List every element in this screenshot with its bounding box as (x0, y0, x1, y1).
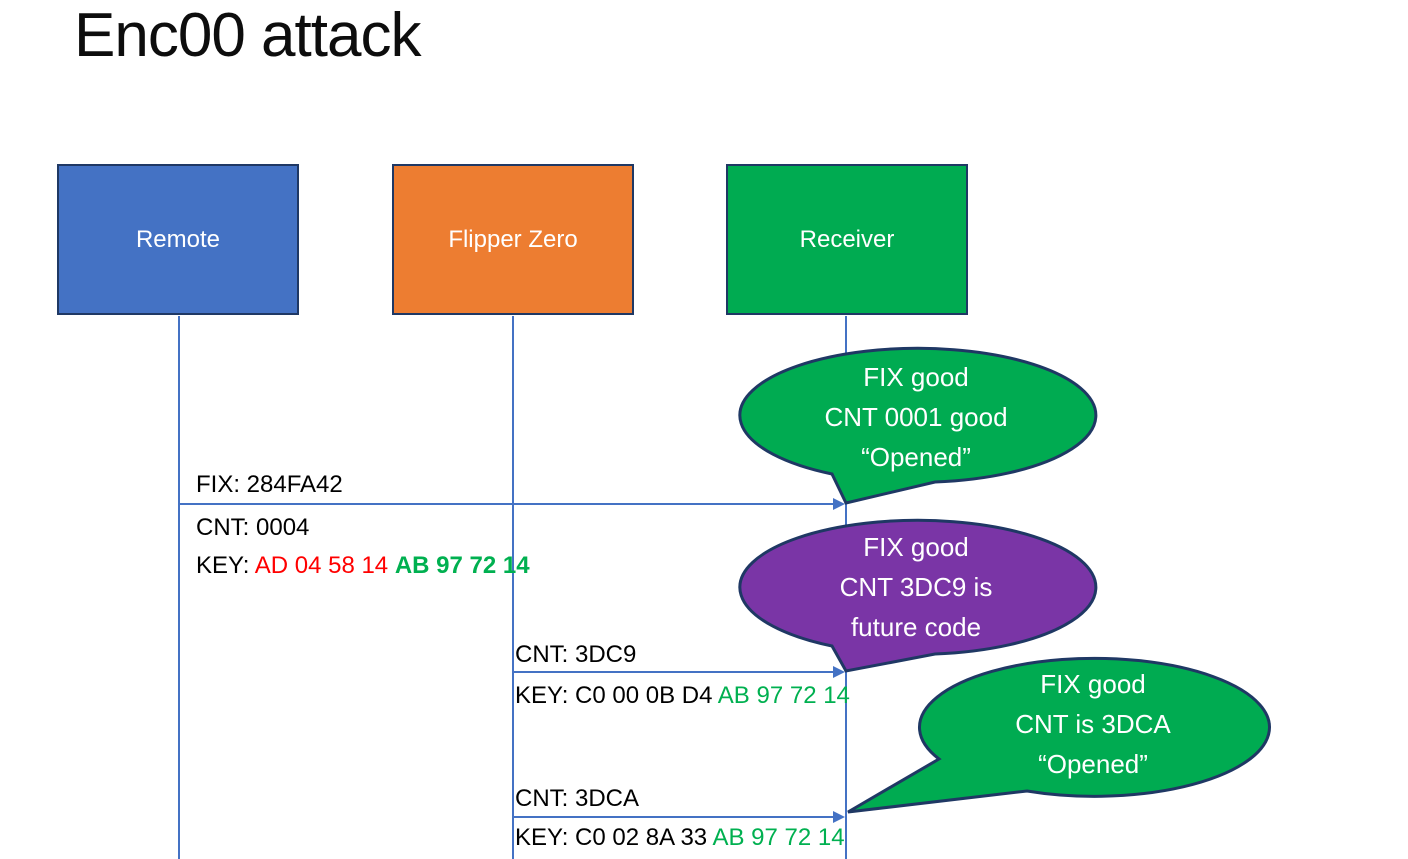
message-3-key-label: KEY: C0 02 8A 33 AB 97 72 14 (515, 824, 845, 852)
callout-bubble-receiver-open-2 (847, 656, 1271, 814)
message-2-cnt-label: CNT: 3DC9 (515, 641, 637, 668)
message-1-key-label: KEY: AD 04 58 14 AB 97 72 14 (196, 552, 530, 580)
callout-3-text: FIX good CNT is 3DCA “Opened” (933, 664, 1253, 784)
callout-line: CNT is 3DCA (1015, 709, 1171, 739)
actor-label-receiver: Receiver (799, 225, 895, 253)
callout-bubble-receiver-future-code (738, 518, 1098, 673)
callout-line: “Opened” (1038, 749, 1148, 779)
message-arrow-3 (512, 816, 834, 818)
lifeline-flipper-zero (512, 316, 514, 859)
callout-line: “Opened” (861, 442, 971, 472)
callout-2-text: FIX good CNT 3DC9 is future code (756, 527, 1076, 647)
arrowhead-icon (833, 811, 845, 823)
message-arrow-1 (178, 503, 834, 505)
callout-bubble-receiver-open-1 (738, 346, 1098, 505)
message-3-cnt-label: CNT: 3DCA (515, 785, 640, 812)
callout-line: FIX good (1040, 669, 1146, 699)
callout-line: FIX good (863, 532, 969, 562)
arrowhead-icon (833, 666, 845, 678)
key-fixed-bytes: AB 97 72 14 (717, 682, 850, 709)
actor-label-remote: Remote (135, 225, 221, 253)
actor-label-flipper-zero: Flipper Zero (448, 225, 578, 253)
actor-box-flipper-zero: Flipper Zero (392, 164, 634, 315)
message-2-key-label: KEY: C0 00 0B D4 AB 97 72 14 (515, 682, 850, 710)
actor-box-receiver: Receiver (726, 164, 968, 315)
message-1-fix-label: FIX: 284FA42 (196, 471, 343, 498)
callout-1-text: FIX good CNT 0001 good “Opened” (756, 357, 1076, 477)
page-title: Enc00 attack (74, 1, 421, 70)
key-prefix: KEY: (196, 552, 255, 579)
callout-line: CNT 3DC9 is (839, 572, 993, 602)
callout-line: FIX good (863, 362, 969, 392)
message-1-cnt-label: CNT: 0004 (196, 514, 310, 541)
key-fixed-bytes: AB 97 72 14 (712, 824, 845, 851)
key-prefix: KEY: C0 02 8A 33 (515, 824, 713, 851)
lifeline-remote (178, 316, 180, 859)
key-fixed-bytes: AB 97 72 14 (394, 552, 530, 579)
callout-line: future code (850, 612, 982, 642)
message-arrow-2 (512, 671, 834, 673)
key-changing-bytes: AD 04 58 14 (254, 552, 395, 579)
arrowhead-icon (833, 498, 845, 510)
callout-line: CNT 0001 good (824, 402, 1008, 432)
key-prefix: KEY: C0 00 0B D4 (515, 682, 718, 709)
actor-box-remote: Remote (57, 164, 299, 315)
